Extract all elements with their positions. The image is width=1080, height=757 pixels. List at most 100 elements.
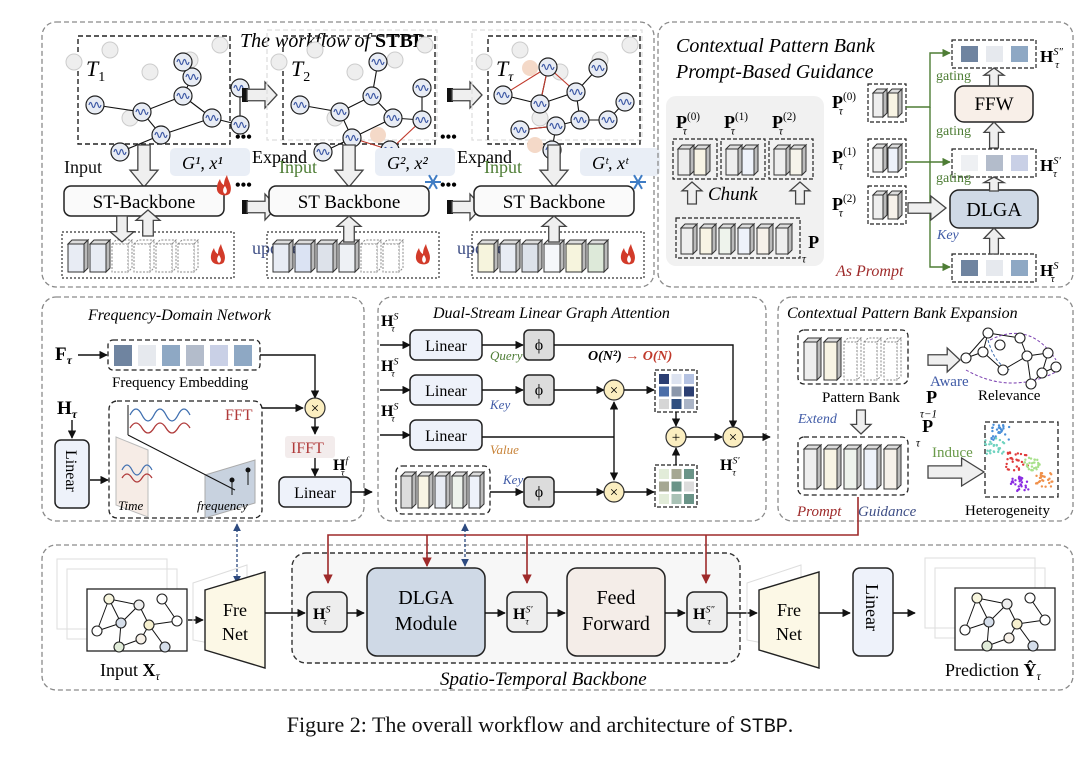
scatter-point bbox=[1002, 427, 1005, 430]
graph-node bbox=[85, 95, 105, 115]
pattern-cube bbox=[772, 143, 792, 177]
fft-frame bbox=[108, 400, 263, 519]
pattern-cube bbox=[802, 443, 823, 491]
scatter-point bbox=[1030, 469, 1033, 472]
graph-node bbox=[362, 86, 382, 106]
graph-node bbox=[530, 94, 550, 114]
scatter-point bbox=[1027, 456, 1031, 460]
embedding-cell bbox=[138, 345, 156, 366]
st-backbone-label: ST-Backbone bbox=[93, 192, 196, 213]
scatter-point bbox=[997, 424, 1001, 427]
p-symbol: P(2)τ bbox=[832, 193, 856, 219]
pattern-cube bbox=[676, 143, 696, 177]
gx-badge bbox=[170, 148, 250, 176]
flow-arrow bbox=[982, 227, 1006, 255]
hidden-state-cell bbox=[961, 155, 978, 171]
graph-frame bbox=[77, 35, 231, 145]
pattern-cube bbox=[381, 238, 405, 274]
key-label: Key bbox=[502, 472, 523, 487]
scatter-point bbox=[992, 450, 996, 454]
p-symbol: P(0)τ bbox=[832, 91, 856, 117]
add-operator: + bbox=[665, 426, 687, 448]
wave-glyph bbox=[415, 116, 429, 124]
graph-node bbox=[151, 125, 171, 145]
matrix-cell bbox=[659, 494, 669, 504]
phi-label: ϕ bbox=[535, 484, 543, 501]
pattern-cube bbox=[315, 238, 339, 274]
scatter-point bbox=[1044, 485, 1047, 488]
prompt-guidance-panel: Contextual Pattern Bank Prompt-Based Gui… bbox=[657, 21, 1074, 288]
fre-net-label: Fre bbox=[223, 600, 247, 620]
scatter-point bbox=[997, 431, 1000, 435]
pattern-cube bbox=[788, 143, 808, 177]
scatter-point bbox=[1024, 458, 1027, 461]
relevance-label: Relevance bbox=[978, 388, 1041, 404]
extend-arrow bbox=[849, 409, 873, 435]
gating-label: gating bbox=[936, 124, 971, 139]
scatter-point bbox=[1019, 452, 1023, 456]
flow-arrow bbox=[981, 176, 1007, 192]
dlga-module-box bbox=[366, 567, 486, 657]
scatter-point bbox=[998, 426, 1001, 429]
st-backbone-label: ST Backbone bbox=[298, 192, 401, 213]
pattern-cube bbox=[476, 238, 500, 274]
scatter-point bbox=[1017, 488, 1021, 491]
pattern-bank-prev-frame bbox=[797, 329, 909, 385]
pattern-cube bbox=[337, 238, 361, 274]
linear-box-vertical bbox=[852, 567, 894, 657]
pattern-cube bbox=[871, 142, 889, 174]
value-label: Value bbox=[490, 442, 519, 457]
scatter-point bbox=[1009, 482, 1013, 486]
pattern-cube bbox=[88, 238, 112, 274]
linear-label: Linear bbox=[862, 584, 882, 631]
operator-symbol: + bbox=[672, 430, 680, 446]
pattern-cube bbox=[882, 443, 903, 491]
hidden-state-cell bbox=[1011, 46, 1028, 62]
pattern-cube bbox=[399, 470, 418, 510]
gating-label: gating bbox=[936, 69, 971, 84]
graph-node bbox=[1001, 598, 1013, 610]
chunk-arrow bbox=[788, 181, 812, 205]
pattern-cube bbox=[271, 238, 295, 274]
scatter-point bbox=[1011, 458, 1014, 461]
graph-node bbox=[290, 95, 310, 115]
system-name: STBP bbox=[739, 716, 788, 739]
pattern-cube bbox=[467, 470, 486, 510]
graph-frame bbox=[487, 35, 641, 145]
wave-glyph bbox=[601, 116, 615, 124]
ghost-node bbox=[621, 36, 639, 54]
write-arrow bbox=[335, 215, 363, 243]
graph-node bbox=[230, 115, 250, 135]
matrix-cell bbox=[684, 399, 694, 409]
wave-glyph bbox=[345, 134, 359, 142]
scatter-point bbox=[1051, 480, 1054, 483]
ghost-node bbox=[211, 36, 229, 54]
scatter-point bbox=[997, 450, 1000, 454]
snowflake-icon bbox=[425, 174, 441, 190]
figure-caption: Figure 2: The overall workflow and archi… bbox=[286, 712, 794, 739]
matrix-cell bbox=[684, 494, 694, 504]
chunk-label: Chunk bbox=[708, 184, 758, 205]
scatter-point bbox=[997, 447, 1001, 451]
graph-node bbox=[538, 57, 558, 77]
linear-label: Linear bbox=[425, 338, 467, 355]
scatter-point bbox=[1007, 425, 1011, 429]
scatter-point bbox=[1020, 481, 1024, 484]
matrix-cell bbox=[684, 469, 694, 479]
pattern-cube bbox=[822, 336, 843, 382]
fire-icon bbox=[210, 244, 225, 265]
expand-arrow bbox=[246, 80, 278, 110]
scatter-point bbox=[989, 440, 992, 443]
embedding-cell bbox=[186, 345, 204, 366]
h-symbol: HS′τ bbox=[720, 456, 740, 479]
dlga-module-label: Module bbox=[395, 613, 457, 635]
graph-node bbox=[959, 624, 971, 636]
graph-node bbox=[143, 619, 155, 631]
scatter-point bbox=[1016, 489, 1019, 493]
scatter-point bbox=[985, 452, 988, 456]
